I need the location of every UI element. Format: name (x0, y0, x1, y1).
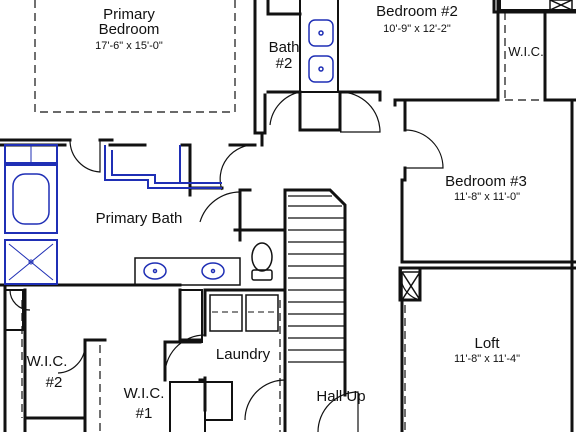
door-swing-primary-bath (199, 191, 241, 223)
label-primary-bedroom-2: Bedroom (99, 21, 160, 38)
wall-stair (283, 188, 347, 397)
toilet-tank (251, 269, 273, 281)
wall-bath2-vanity (299, 0, 339, 93)
wall-closet-shelf (169, 381, 206, 432)
bathtub (4, 164, 58, 234)
label-wic2-1: W.I.C. (27, 353, 68, 370)
door-swing-laundry (164, 334, 206, 379)
dims-bedroom3: 11'-8" x 11'-0" (454, 191, 520, 203)
primary-bedroom-tray-ceiling (34, 0, 236, 113)
label-wic2-2: #2 (46, 374, 63, 391)
label-wic1-1: W.I.C. (124, 385, 165, 402)
dryer (245, 294, 279, 332)
vanity-drain-right (210, 268, 216, 274)
vanity-sink-right (201, 262, 225, 280)
door-swing-bedroom2 (339, 91, 381, 133)
bath2-fixtures (308, 19, 334, 83)
dims-primary-bedroom: 17'-6" x 15'-0" (95, 40, 163, 52)
door-swing-hall (244, 379, 286, 421)
door-swing-bedroom3 (404, 129, 444, 169)
label-bedroom3: Bedroom #3 (445, 173, 527, 190)
room-labels: Primary Bedroom 17'-6" x 15'-0" Bath #2 … (27, 3, 544, 422)
laundry-cabinet (204, 381, 233, 421)
bath2-sink-upper (308, 19, 334, 47)
primary-bath-fixtures (4, 144, 222, 285)
door-swing-hall-right (317, 391, 359, 432)
primary-closet-outline (104, 145, 222, 189)
label-loft: Loft (474, 335, 500, 352)
door-swing-primary-main (219, 144, 257, 191)
label-laundry: Laundry (216, 346, 271, 363)
label-wic1-2: #1 (136, 405, 153, 422)
shower-diagonal (8, 243, 54, 281)
column-x (401, 271, 421, 301)
bathtub-basin-icon (12, 173, 50, 225)
wall-top-right (499, 0, 576, 11)
washer (209, 294, 243, 332)
label-primary-bath: Primary Bath (96, 210, 183, 227)
door-swing-wic2 (9, 289, 31, 311)
wall-bedroom2-door (338, 90, 382, 132)
post-x (549, 0, 573, 11)
wic1-post (179, 289, 203, 343)
vanity-sinks (143, 262, 225, 280)
wall-primary-bath-east (228, 134, 287, 242)
label-wic-top: W.I.C. (508, 44, 543, 59)
wic-top-post (549, 0, 573, 11)
door-swing-bath2 (269, 91, 301, 126)
column-box (401, 271, 421, 301)
stair-treads (288, 195, 345, 363)
vanity-drain-left (152, 268, 158, 274)
post-box (549, 0, 573, 11)
laundry-appliances (209, 294, 279, 332)
bath2-sink-lower (308, 55, 334, 83)
doors (9, 91, 444, 432)
misc-blocks (4, 289, 233, 421)
label-hall: Hall Up (316, 388, 365, 405)
bath2-drain-upper (318, 30, 324, 36)
wall-primary-bedroom-east (253, 0, 267, 135)
dims-loft: 11'-8" x 11'-4" (454, 353, 520, 365)
door-swing-wic1 (57, 344, 86, 374)
dims-bedroom2: 10'-9" x 12'-2" (383, 23, 451, 35)
toilet (251, 242, 273, 281)
shower (4, 239, 58, 285)
wall-vanity-counter (134, 257, 241, 286)
shower-drain-icon (28, 259, 34, 265)
toilet-bowl (251, 242, 273, 272)
label-bath2-1: Bath (269, 39, 300, 56)
vanity-sink-left (143, 262, 167, 280)
wall-bedroom3 (400, 98, 576, 264)
wall-wic2 (3, 283, 107, 432)
wic2-post (4, 289, 24, 331)
wall-bedroom3-stub (393, 98, 407, 107)
label-bath2-2: #2 (276, 55, 293, 72)
bath2-drain-lower (318, 66, 324, 72)
label-bedroom2: Bedroom #2 (376, 3, 458, 20)
label-primary-bedroom-1: Primary (103, 6, 155, 23)
loft-column (401, 271, 421, 301)
door-swing-loft (400, 267, 421, 301)
door-swing-primary-bedroom (69, 139, 101, 173)
